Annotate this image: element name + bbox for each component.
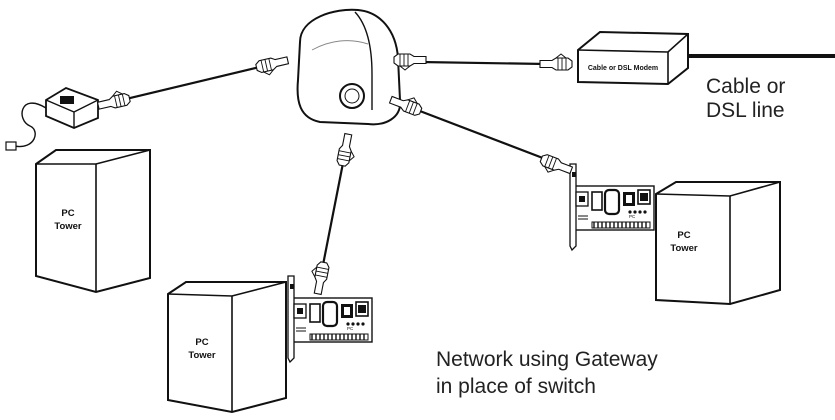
pc-tower-1-label-line1: PC (61, 208, 74, 219)
cable-gateway-adapter (95, 53, 291, 113)
cable-gateway-pc2 (307, 132, 359, 296)
cable-gateway-modem (393, 53, 573, 71)
dsl-line-caption-line2: DSL line (706, 99, 785, 123)
pc-tower-1: PC Tower (35, 149, 151, 294)
cable-dsl-modem: Cable or DSL Modem (577, 30, 689, 86)
pc-tower-1-label-line2: Tower (54, 221, 82, 232)
network-card-2: PC (568, 162, 656, 252)
network-card-1: PC (286, 274, 374, 364)
network-card-1-chip-label: PC (347, 326, 354, 331)
dsl-line-caption-line1: Cable or (706, 75, 786, 98)
network-caption-line2: in place of switch (436, 374, 596, 398)
network-card-2-chip-label: PC (629, 214, 636, 219)
pc-tower-3: PC Tower (655, 181, 781, 306)
pc-tower-2-label-line2: Tower (188, 350, 216, 361)
cable-gateway-pc3 (388, 89, 574, 181)
dsl-line-caption: Cable or DSL line (706, 75, 785, 123)
network-caption-line1: Network using Gateway (436, 348, 658, 371)
pc-tower-2: PC Tower (167, 281, 287, 414)
power-adapter (5, 87, 99, 151)
pc-tower-3-label-line1: PC (677, 230, 690, 241)
pc-tower-3-label-line2: Tower (670, 243, 698, 254)
modem-label: Cable or DSL Modem (588, 65, 658, 72)
network-caption: Network using Gateway in place of switch (436, 347, 658, 400)
gateway-router (296, 8, 402, 126)
pc-tower-2-label-line1: PC (195, 337, 208, 348)
